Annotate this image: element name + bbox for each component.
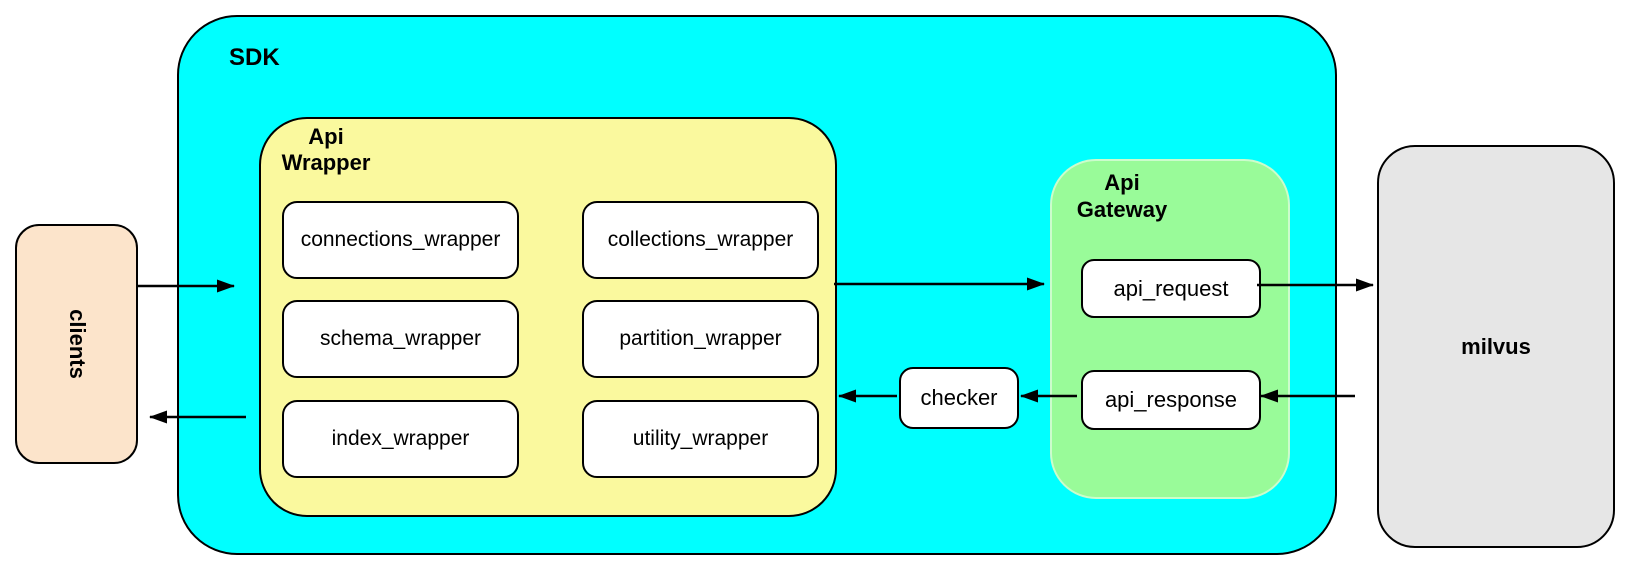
node-connections-wrapper: connections_wrapper [282,201,519,279]
sdk-title: SDK [229,44,280,71]
node-label: schema_wrapper [319,327,482,350]
api-gateway-title: Api Gateway [1052,169,1192,223]
node-utility-wrapper: utility_wrapper [582,400,819,478]
node-label: api_request [1113,275,1229,301]
node-label: clients [64,309,90,379]
api-wrapper-title-line1: Api [308,124,344,149]
node-label: milvus [1461,333,1531,359]
node-clients: clients [15,224,138,464]
node-checker: checker [899,367,1019,429]
node-label: api_response [1104,387,1238,412]
api-wrapper-title: Api Wrapper [267,124,385,176]
node-sdk: SDK Api Wrapper connections_wrapper coll… [177,15,1337,555]
node-label: connections_wrapper [300,228,501,251]
node-api-request: api_request [1081,259,1261,318]
node-partition-wrapper: partition_wrapper [582,300,819,378]
node-label: index_wrapper [331,427,470,450]
node-label: checker [920,385,998,410]
node-api-gateway: Api Gateway api_request api_response [1050,159,1290,499]
node-label: partition_wrapper [619,327,782,350]
node-api-response: api_response [1081,370,1261,430]
node-milvus: milvus [1377,145,1615,548]
node-label: collections_wrapper [607,228,794,251]
node-api-wrapper: Api Wrapper connections_wrapper collecti… [259,117,837,517]
node-schema-wrapper: schema_wrapper [282,300,519,378]
node-label: utility_wrapper [632,427,769,450]
api-gateway-title-line2: Gateway [1076,197,1168,222]
api-gateway-title-line1: Api [1104,170,1140,195]
node-collections-wrapper: collections_wrapper [582,201,819,279]
api-wrapper-title-line2: Wrapper [281,150,371,175]
node-index-wrapper: index_wrapper [282,400,519,478]
